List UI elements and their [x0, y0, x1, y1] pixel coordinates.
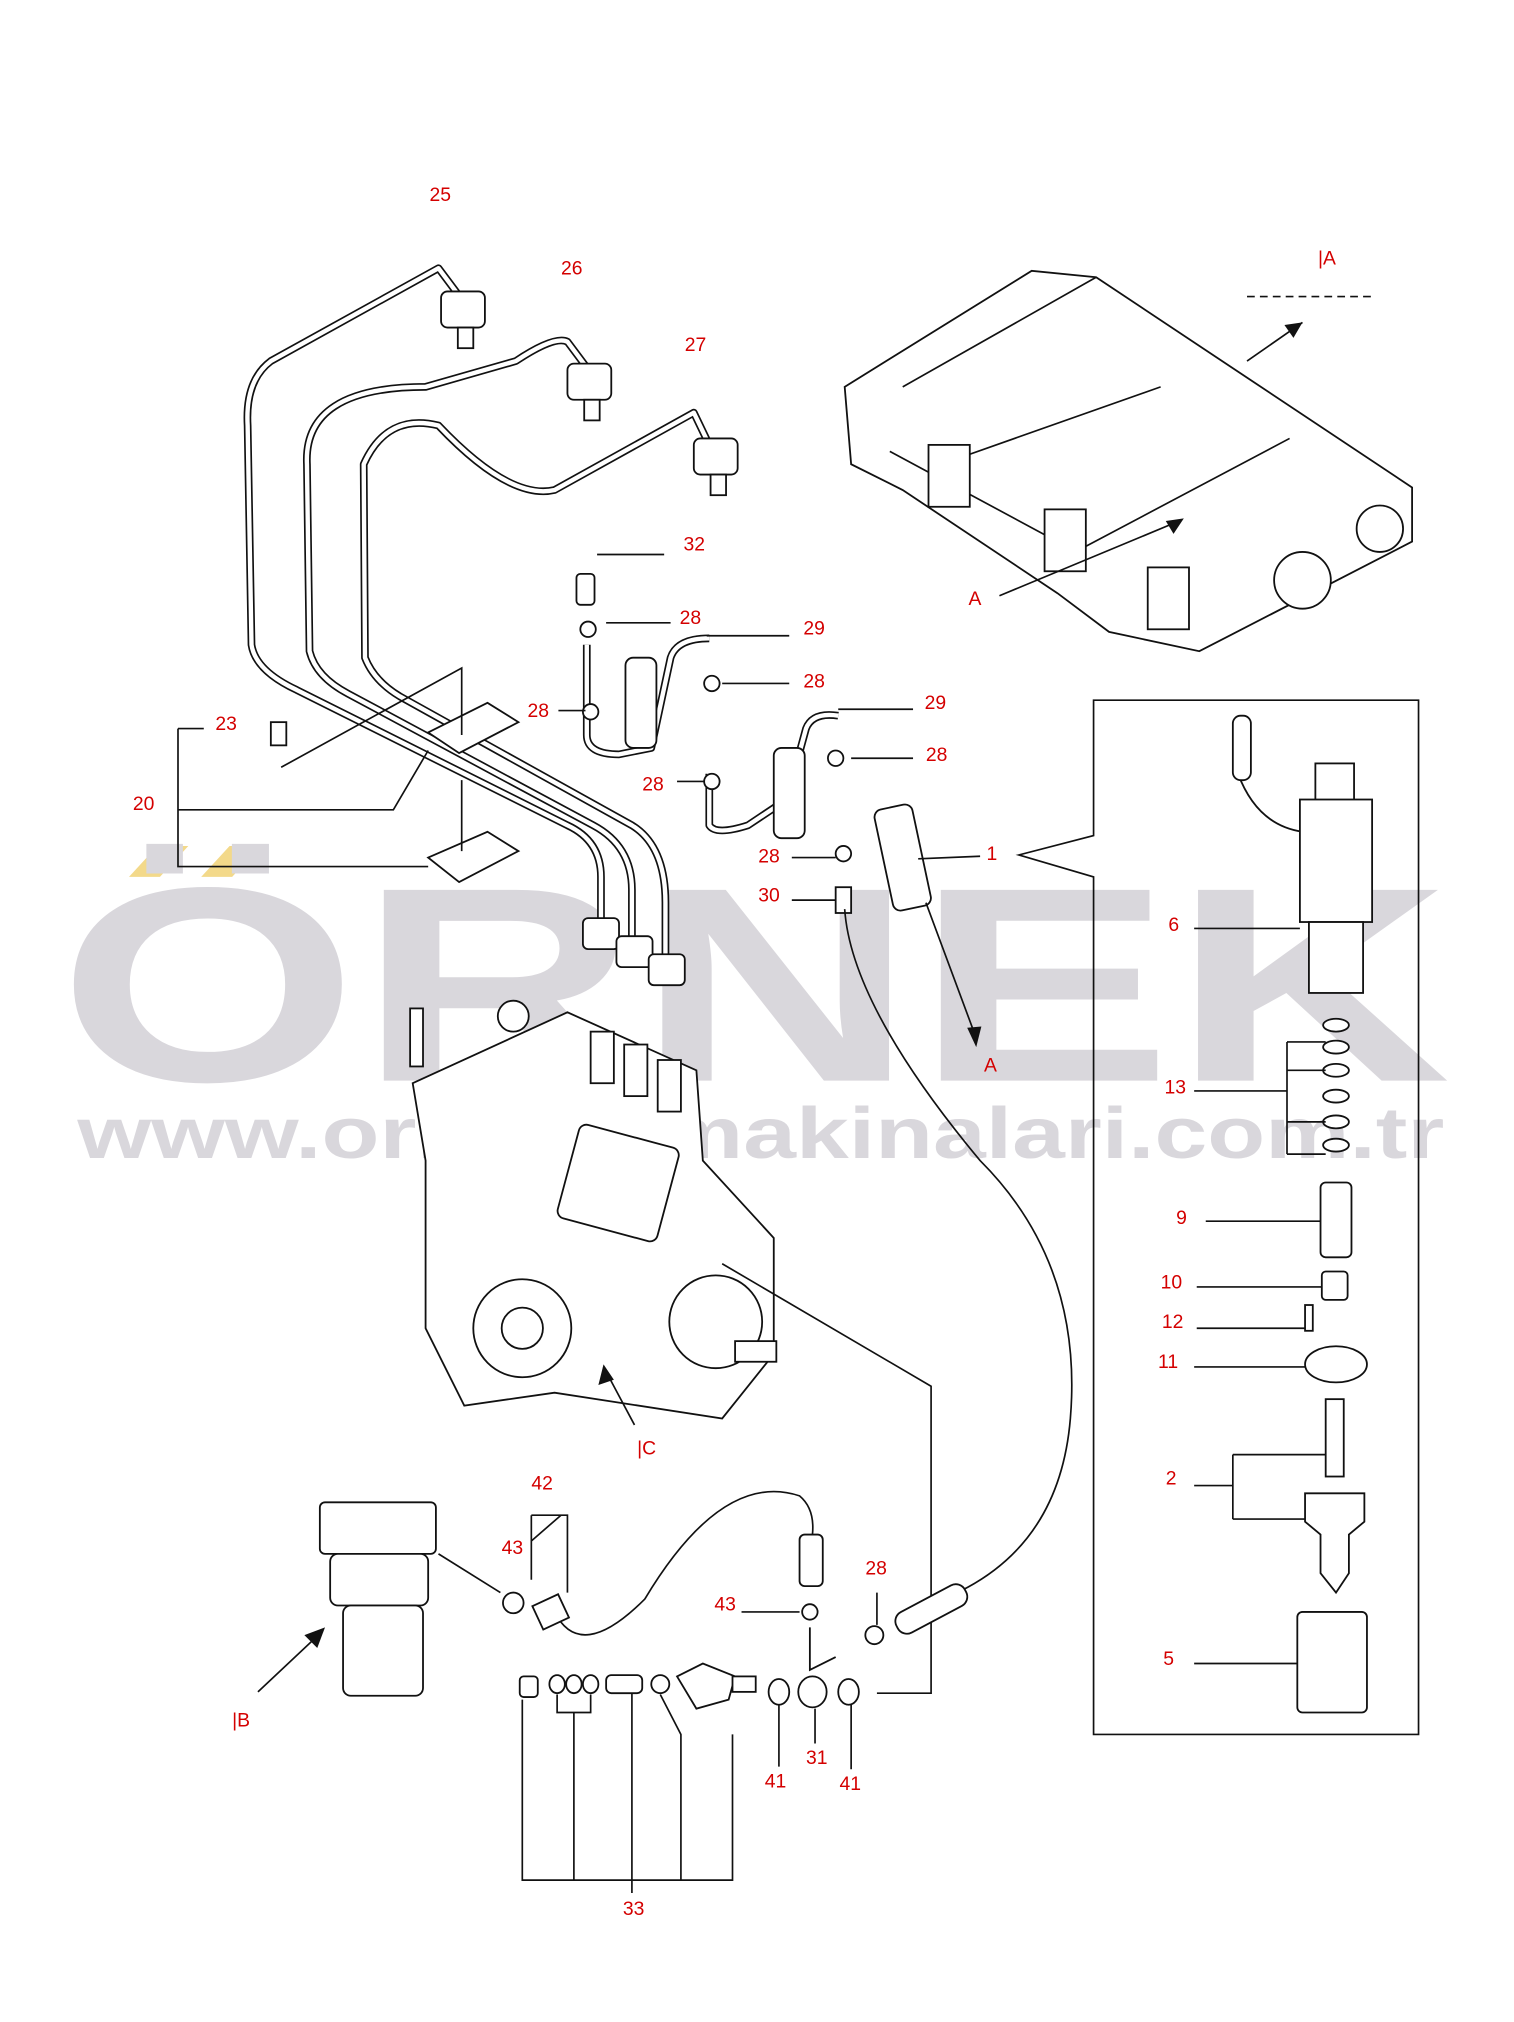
callout-11: 11 [1158, 1351, 1178, 1373]
callout-28: 28 [680, 607, 702, 629]
callout-25: 25 [429, 184, 451, 206]
callout-12: 12 [1162, 1311, 1184, 1333]
pipe-nut-27 [692, 437, 739, 497]
pipe-clamp [177, 666, 521, 884]
callout-28: 28 [758, 846, 780, 868]
callout-28: 28 [642, 773, 663, 795]
callout-6: 6 [1168, 914, 1179, 936]
pipe-nut-25 [440, 290, 486, 350]
callout-29: 29 [925, 692, 947, 714]
callout-43: 43 [502, 1537, 524, 1559]
callout-1: 1 [987, 843, 998, 865]
ref-c: |C [637, 1438, 656, 1460]
callout-10: 10 [1161, 1271, 1183, 1293]
callout-31: 31 [806, 1747, 828, 1769]
callout-42: 42 [531, 1472, 553, 1494]
callout-43: 43 [714, 1594, 736, 1616]
callout-27: 27 [685, 334, 707, 356]
callout-26: 26 [561, 258, 583, 280]
injection-pump [409, 999, 932, 1695]
logo-accent-mark [128, 845, 189, 877]
watermark-brand: ÖRNEK [58, 830, 1451, 1140]
ref-a-top: |A [1318, 247, 1336, 269]
callout-13: 13 [1164, 1077, 1186, 1099]
ref-b: |B [232, 1710, 250, 1732]
fuel-hose-fittings [502, 1490, 969, 1894]
watermark: ÖRNEK www.ornekismakinalari.com.tr [58, 830, 1451, 1174]
callout-28: 28 [803, 670, 825, 692]
callout-28: 28 [926, 744, 948, 766]
injector-detail-box [1015, 699, 1420, 1736]
callout-9: 9 [1176, 1207, 1187, 1229]
callout-33: 33 [623, 1898, 645, 1920]
callout-2: 2 [1166, 1467, 1177, 1489]
watermark-url: www.ornekismakinalari.com.tr [76, 1094, 1444, 1174]
arrow-label-a: A [968, 588, 981, 610]
callout-30: 30 [758, 884, 780, 906]
callout-41: 41 [840, 1773, 862, 1795]
callout-5: 5 [1163, 1648, 1174, 1670]
callout-23: 23 [215, 713, 237, 735]
callout-32: 32 [683, 534, 705, 556]
arrow-label-a: A [984, 1055, 997, 1077]
callout-20: 20 [133, 793, 155, 815]
callout-labels: 25 26 27 |A 32 28 29 28 29 28 28 23 20 2… [133, 184, 1336, 1920]
pipe-nut-26 [566, 362, 613, 422]
injection-pipes [243, 264, 739, 987]
callout-41: 41 [765, 1770, 787, 1792]
callout-28: 28 [527, 700, 549, 722]
cylinder-head [843, 269, 1413, 653]
leak-off-pipes [558, 553, 1073, 1613]
callout-29: 29 [803, 617, 825, 639]
callout-28: 28 [865, 1558, 887, 1580]
logo-accent-mark [201, 845, 261, 877]
fuel-filter [257, 1501, 501, 1697]
